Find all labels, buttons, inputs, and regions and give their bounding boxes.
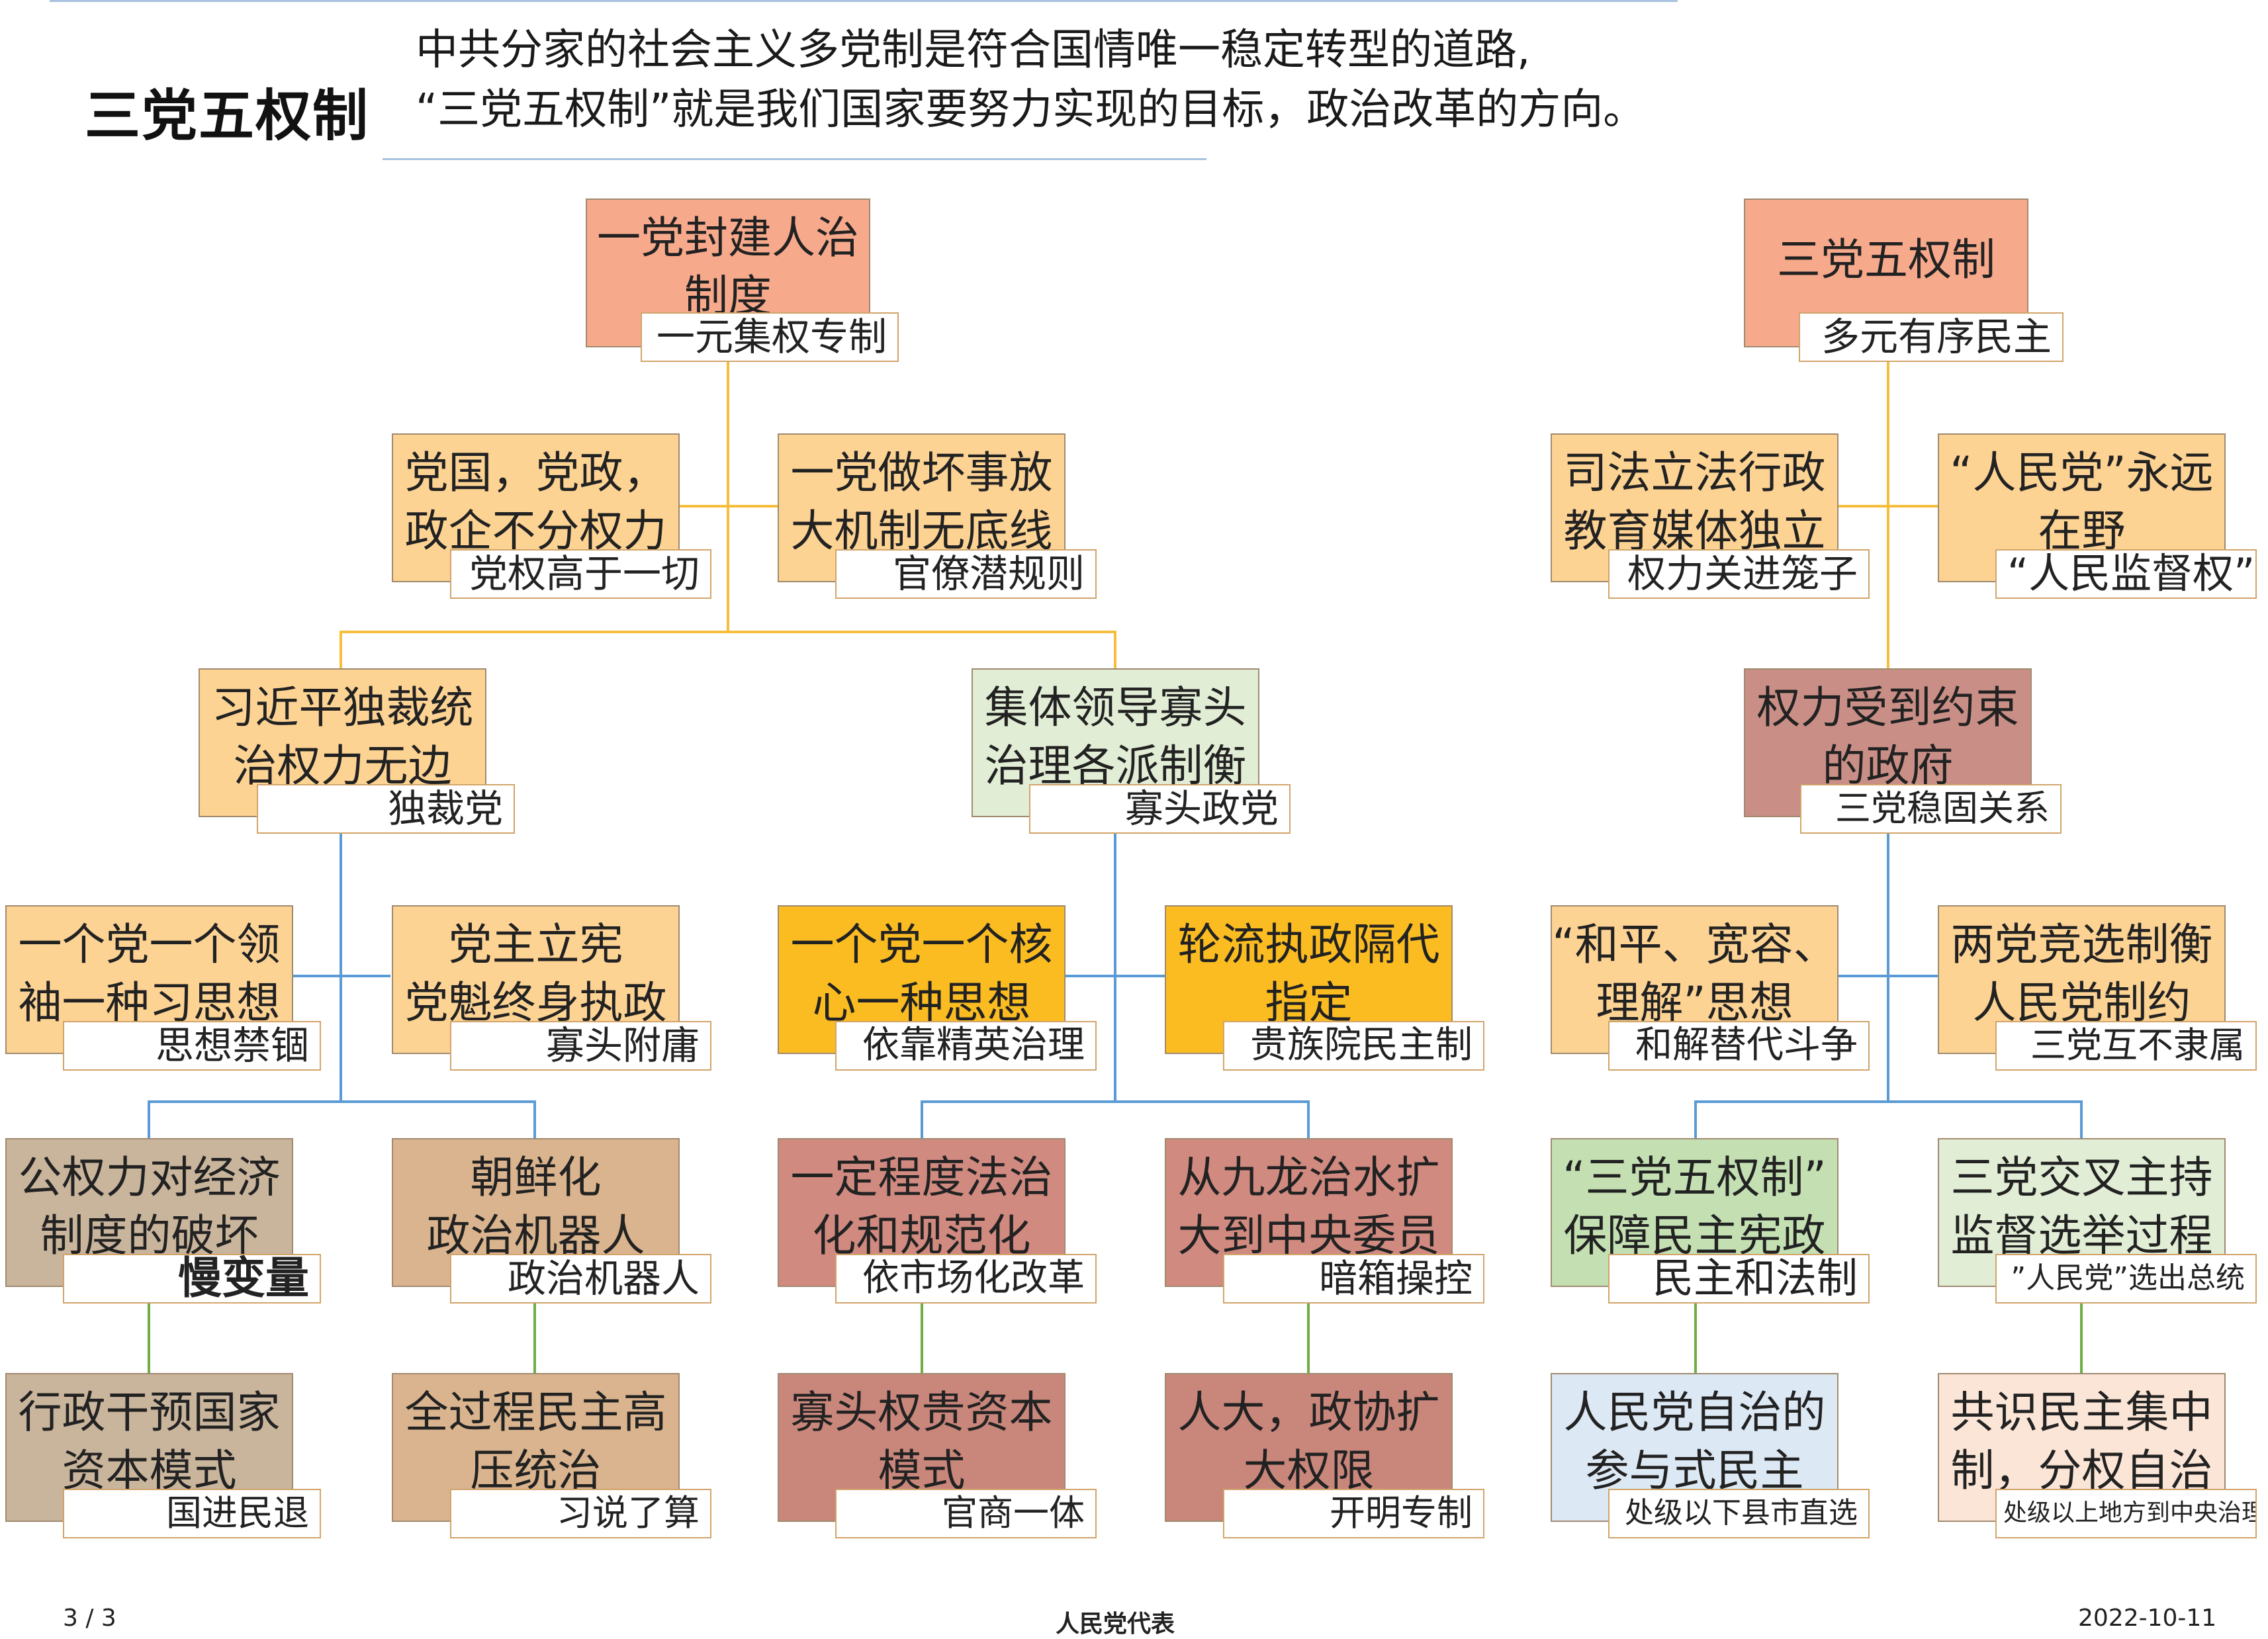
node-oligarch-capital-title-line2: 模式 [878,1445,966,1496]
node-guarantee-title-line1: “三党五权制” [1563,1152,1827,1203]
subtitle-rule [383,158,1206,160]
node-rotation-title-line2: 指定 [1265,977,1353,1028]
node-two-party-title-line2: 人民党制约 [1972,977,2191,1028]
node-three-party-tag: 多元有序民主 [1799,312,2064,362]
node-two-party-tag: 三党互不隶属 [1995,1021,2257,1071]
node-self-gov-tag: 处级以下县市直选 [1608,1489,1870,1538]
branch-constrained-level3 [1694,1100,2083,1138]
node-cross-host-title-line1: 三党交叉主持 [1950,1152,2213,1203]
branch-collective-level3 [921,1100,1310,1138]
node-xi-dictator-title-line2: 治权力无边 [233,740,452,791]
node-two-party-title-line1: 两党竞选制衡 [1950,919,2213,970]
node-peace-tag: 和解替代斗争 [1608,1021,1870,1071]
node-peace: “和平、宽容、 理解”思想 [1551,905,1838,1054]
node-korea-tag: 政治机器人 [450,1254,711,1304]
top-rule [50,0,1678,2]
page-number: 3 / 3 [63,1605,116,1632]
node-no-bottom-line-title-line2: 大机制无底线 [790,506,1053,556]
node-constrained-title-line2: 的政府 [1822,740,1954,791]
node-peoples-party-title-line1: “人民党”永远 [1950,447,2214,498]
node-one-core-tag: 依靠精英治理 [835,1021,1097,1071]
node-cross-host-title-line2: 监督选举过程 [1950,1210,2213,1261]
node-whole-process-title-line1: 全过程民主高 [404,1387,667,1438]
node-one-core: 一个党一个核 心一种思想 [778,905,1066,1054]
node-consensus-tag: 处级以上地方到中央治理 [1995,1489,2257,1538]
subtitle-line-1: 中共分家的社会主义多党制是符合国情唯一稳定转型的道路, [416,26,1531,75]
node-economy-damage-title-line2: 制度的破坏 [40,1210,259,1261]
node-rotation-tag: 贵族院民主制 [1223,1021,1484,1071]
node-party-constitution-title-line1: 党主立宪 [448,919,623,970]
node-kowloon-title-line1: 从九龙治水扩 [1177,1152,1440,1203]
node-cross-host-tag: ”人民党”选出总统 [1995,1254,2257,1304]
node-economy-damage-title-line1: 公权力对经济 [18,1152,281,1203]
footer-author: 人民党代表 [1056,1610,1175,1638]
node-rule-of-law-tag: 依市场化改革 [835,1254,1097,1304]
node-state-capital-title-line2: 资本模式 [62,1445,237,1496]
node-kowloon-title-line2: 大到中央委员 [1177,1210,1440,1261]
node-party-constitution-title-line2: 党魁终身执政 [404,977,667,1028]
node-party-constitution-tag: 寡头附庸 [450,1021,711,1071]
node-oligarch-capital-title-line1: 寡头权贵资本 [790,1387,1053,1438]
branch-xi-level3 [148,1100,536,1138]
node-oligarch-capital-tag: 官商一体 [835,1489,1097,1538]
node-one-core-title-line1: 一个党一个核 [790,919,1053,970]
node-independence-title-line2: 教育媒体独立 [1563,506,1826,556]
node-independence-tag: 权力关进笼子 [1608,549,1870,599]
node-no-bottom-line-title-line1: 一党做坏事放 [790,447,1053,498]
node-consensus: 共识民主集中 制，分权自治 [1938,1373,2226,1522]
node-party-state-title-line1: 党国，党政， [404,447,667,498]
node-whole-process-title-line2: 压统治 [470,1445,602,1496]
node-xi-dictator-title-line1: 习近平独裁统 [211,682,474,733]
node-rule-of-law-title-line2: 化和规范化 [812,1210,1031,1261]
node-three-party-title: 三党五权制 [1777,234,1995,285]
branch-split [340,631,1116,668]
node-party-state-tag: 党权高于一切 [450,549,711,599]
node-constrained-title-line1: 权力受到约束 [1756,682,2019,733]
node-consensus-title-line2: 制，分权自治 [1950,1445,2213,1496]
page-title: 三党五权制 [85,83,370,148]
node-peace-title-line1: “和平、宽容、 [1552,919,1837,970]
node-peace-title-line2: 理解”思想 [1596,977,1793,1028]
node-collective-title-line1: 集体领导寡头 [984,682,1247,733]
node-kowloon-tag: 暗箱操控 [1223,1254,1484,1304]
node-state-capital-title-line1: 行政干预国家 [18,1387,281,1438]
node-collective-title-line2: 治理各派制衡 [984,740,1247,791]
node-peoples-party-title-line2: 在野 [2038,506,2126,556]
node-self-gov-title-line2: 参与式民主 [1585,1445,1804,1496]
node-korea-title-line1: 朝鲜化 [470,1152,602,1203]
node-one-leader-title-line2: 袖一种习思想 [18,977,281,1028]
node-self-gov-title-line1: 人民党自治的 [1563,1387,1826,1438]
node-guarantee-title-line2: 保障民主宪政 [1563,1210,1826,1261]
node-collective-tag: 寡头政党 [1029,784,1291,834]
node-one-leader-title-line1: 一个党一个领 [18,919,281,970]
footer-date: 2022-10-11 [2078,1605,2217,1632]
node-one-leader-tag: 思想禁锢 [63,1021,321,1071]
node-korea-title-line2: 政治机器人 [426,1210,645,1261]
node-independence-title-line1: 司法立法行政 [1563,447,1826,498]
node-peoples-party-tag: “人民监督权” [1995,549,2257,599]
subtitle-line-2: “三党五权制”就是我们国家要努力实现的目标，政治改革的方向。 [416,85,1646,134]
node-npc-expand-title-line2: 大权限 [1243,1445,1375,1496]
node-one-core-title-line2: 心一种思想 [812,977,1031,1028]
node-no-bottom-line-tag: 官僚潜规则 [835,549,1097,599]
node-economy-damage-tag: 慢变量 [63,1254,321,1304]
node-state-capital-tag: 国进民退 [63,1489,321,1538]
node-one-party-title-line1: 一党封建人治 [597,212,859,263]
node-consensus-title-line1: 共识民主集中 [1950,1387,2213,1438]
node-constrained-tag: 三党稳固关系 [1800,784,2062,834]
node-guarantee-tag: 民主和法制 [1608,1254,1870,1304]
node-npc-expand-tag: 开明专制 [1223,1489,1484,1538]
node-rule-of-law-title-line1: 一定程度法治 [790,1152,1053,1203]
node-whole-process-tag: 习说了算 [450,1489,711,1538]
node-party-state-title-line2: 政企不分权力 [404,506,667,556]
node-xi-dictator-tag: 独裁党 [257,784,515,834]
node-npc-expand-title-line1: 人大，政协扩 [1177,1387,1440,1438]
node-rotation-title-line1: 轮流执政隔代 [1177,919,1440,970]
node-one-party-tag: 一元集权专制 [641,312,899,362]
